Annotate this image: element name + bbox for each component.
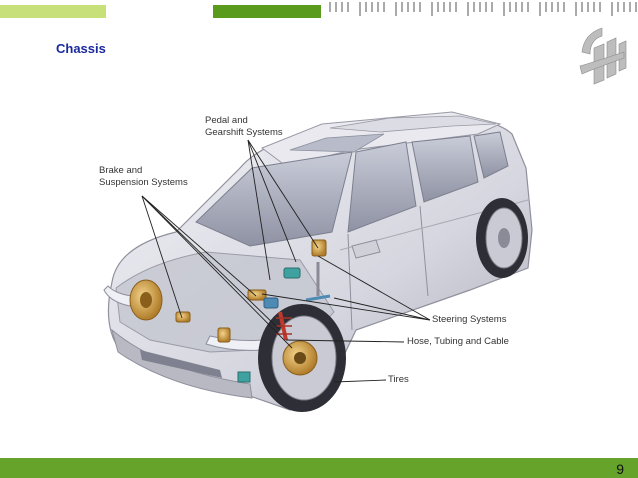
label-brake-suspension: Brake and Suspension Systems <box>99 165 188 188</box>
page-number: 9 <box>616 461 624 477</box>
rear-wheel <box>476 198 528 278</box>
label-tires: Tires <box>388 374 409 385</box>
label-hose-tubing-cable: Hose, Tubing and Cable <box>407 336 509 347</box>
header-ruler-decoration <box>329 2 637 16</box>
header-accent-bar-light <box>0 5 106 18</box>
footer-bar <box>0 458 638 478</box>
label-pedal-gearshift: Pedal and Gearshift Systems <box>205 115 283 138</box>
front-wheel <box>258 304 346 412</box>
company-logo <box>579 27 627 85</box>
car-body <box>103 111 533 411</box>
header-accent-bar-dark <box>213 5 321 18</box>
label-steering: Steering Systems <box>432 314 507 325</box>
slide-title: Chassis <box>56 41 106 56</box>
callout-lines <box>141 139 431 383</box>
